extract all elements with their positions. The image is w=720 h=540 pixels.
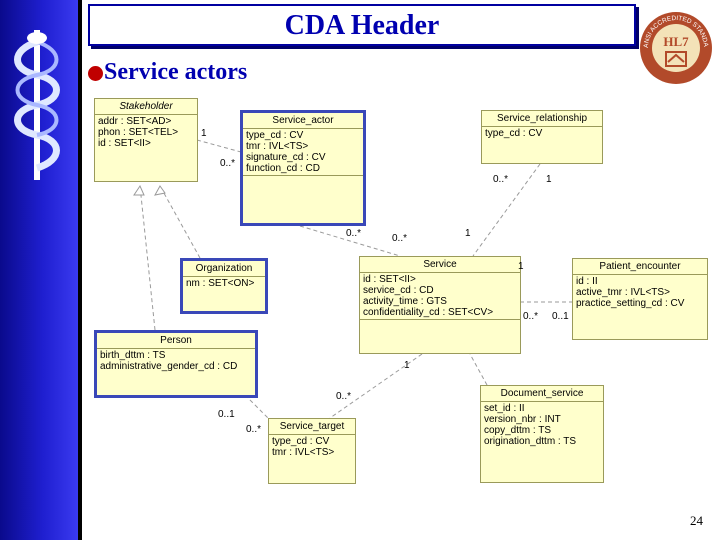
class-service[interactable]: Service id : SET<II> service_cd : CD act…	[359, 256, 521, 354]
attribute: confidentiality_cd : SET<CV>	[363, 307, 494, 318]
class-name: Service	[360, 257, 520, 273]
attribute: activity_time : GTS	[363, 296, 447, 307]
attribute: origination_dttm : TS	[484, 436, 577, 447]
multiplicity-label: 1	[201, 128, 207, 139]
class-name: Patient_encounter	[573, 259, 707, 275]
attribute: nm : SET<ON>	[186, 278, 255, 289]
attribute: type_cd : CV	[272, 436, 330, 447]
class-name: Organization	[183, 261, 265, 277]
class-service-actor[interactable]: Service_actor type_cd : CV tmr : IVL<TS>…	[240, 110, 366, 226]
multiplicity-label: 0..*	[246, 424, 262, 435]
attribute: id : SET<II>	[363, 274, 416, 285]
multiplicity-label: 1	[404, 360, 410, 371]
multiplicity-label: 0..*	[392, 233, 408, 244]
multiplicity-label: 0..*	[336, 391, 352, 402]
attribute: administrative_gender_cd : CD	[100, 361, 238, 372]
sidebar-divider	[78, 0, 82, 540]
attribute: birth_dttm : TS	[100, 350, 166, 361]
multiplicity-label: 0..*	[523, 311, 539, 322]
attribute: tmr : IVL<TS>	[246, 141, 309, 152]
attribute: phon : SET<TEL>	[98, 127, 179, 138]
class-person[interactable]: Person birth_dttm : TS administrative_ge…	[94, 330, 258, 398]
attribute: active_tmr : IVL<TS>	[576, 287, 670, 298]
page-title: CDA Header	[284, 10, 440, 41]
operations-compartment	[360, 319, 520, 320]
attribute: id : SET<II>	[98, 138, 151, 149]
class-stakeholder[interactable]: Stakeholder addr : SET<AD> phon : SET<TE…	[94, 98, 198, 182]
sidebar-band	[0, 0, 78, 540]
page-number: 24	[690, 513, 703, 528]
class-name: Document_service	[481, 386, 603, 402]
bullet-icon	[88, 66, 103, 81]
multiplicity-label: 1	[465, 228, 471, 239]
bullet-text: Service actors	[104, 59, 248, 85]
multiplicity-label: 0..*	[346, 228, 362, 239]
hl7-logo: ANSI ACCREDITED STANDARDS DEVELOPER HL7	[638, 10, 712, 84]
class-name: Stakeholder	[95, 99, 197, 115]
multiplicity-label: 0..1	[218, 409, 235, 420]
attribute: type_cd : CV	[246, 130, 304, 141]
attribute: function_cd : CD	[246, 163, 320, 174]
multiplicity-label: 0..1	[552, 311, 569, 322]
class-service-target[interactable]: Service_target type_cd : CV tmr : IVL<TS…	[268, 418, 356, 484]
class-name: Service_actor	[243, 113, 363, 129]
attribute: practice_setting_cd : CV	[576, 298, 685, 309]
attribute: signature_cd : CV	[246, 152, 326, 163]
caduceus-logo	[14, 30, 60, 180]
title-banner: CDA Header	[88, 4, 636, 46]
multiplicity-label: 0..*	[220, 158, 236, 169]
class-patient-encounter[interactable]: Patient_encounter id : II active_tmr : I…	[572, 258, 708, 340]
attribute: set_id : II	[484, 403, 525, 414]
class-name: Service_target	[269, 419, 355, 435]
multiplicity-label: 1	[546, 174, 552, 185]
hl7-mark: HL7	[663, 34, 689, 49]
attribute: version_nbr : INT	[484, 414, 561, 425]
attribute: service_cd : CD	[363, 285, 434, 296]
class-name: Service_relationship	[482, 111, 602, 127]
class-name: Person	[97, 333, 255, 349]
multiplicity-label: 1	[518, 261, 524, 272]
attribute: type_cd : CV	[485, 128, 543, 139]
multiplicity-label: 0..*	[493, 174, 509, 185]
attribute: addr : SET<AD>	[98, 116, 172, 127]
class-organization[interactable]: Organization nm : SET<ON>	[180, 258, 268, 314]
class-document-service[interactable]: Document_service set_id : II version_nbr…	[480, 385, 604, 483]
attribute: tmr : IVL<TS>	[272, 447, 335, 458]
attribute: copy_dttm : TS	[484, 425, 552, 436]
class-service-relationship[interactable]: Service_relationship type_cd : CV	[481, 110, 603, 164]
attribute: id : II	[576, 276, 598, 287]
operations-compartment	[243, 175, 363, 176]
